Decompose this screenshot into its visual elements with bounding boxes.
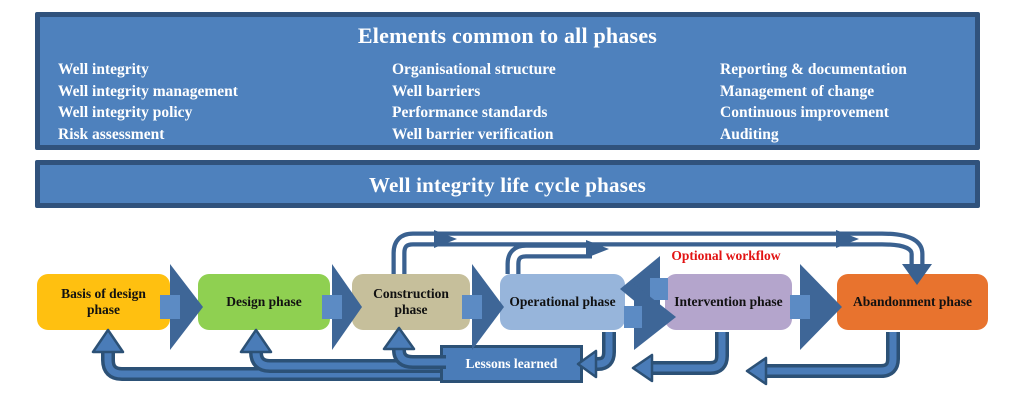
phase-box-intervention: Intervention phase <box>665 274 792 330</box>
element-item: Risk assessment <box>58 125 165 143</box>
element-item: Well integrity <box>58 61 149 78</box>
element-item: Reporting & documentation <box>720 61 907 78</box>
element-item: Performance standards <box>392 104 548 121</box>
elements-panel-title: Elements common to all phases <box>357 23 658 48</box>
elements-column-3: Reporting & documentation Management of … <box>720 59 907 145</box>
elements-common-panel: Elements common to all phases Well integ… <box>35 12 980 150</box>
lessons-learned-box: Lessons learned <box>440 345 583 383</box>
feedback-arrow-to-design <box>239 328 552 373</box>
element-item: Well integrity policy <box>58 104 193 121</box>
element-item: Organisational structure <box>392 61 556 78</box>
lifecycle-panel: Well integrity life cycle phases <box>35 160 980 208</box>
phase-box-abandonment: Abandonment phase <box>837 274 988 330</box>
elements-column-1: Well integrity Well integrity management… <box>58 59 238 145</box>
element-item: Well barrier verification <box>392 125 554 143</box>
element-item: Management of change <box>720 82 875 100</box>
phase-box-basis-of-design: Basis of design phase <box>37 274 170 330</box>
lessons-learned-label: Lessons learned <box>465 356 558 371</box>
element-item: Well barriers <box>392 82 481 100</box>
feedback-arrow-to-basis <box>91 328 527 381</box>
phase-box-design: Design phase <box>198 274 330 330</box>
up-arrowhead <box>91 328 125 354</box>
element-item: Auditing <box>720 125 779 143</box>
element-item: Well integrity management <box>58 82 238 100</box>
lifecycle-panel-title: Well integrity life cycle phases <box>368 173 646 197</box>
optional-workflow-label: Optional workflow <box>671 248 781 263</box>
element-item: Continuous improvement <box>720 104 889 121</box>
up-arrowhead <box>239 328 273 354</box>
phase-box-construction: Construction phase <box>352 274 470 330</box>
phase-box-operational: Operational phase <box>500 274 625 330</box>
elements-column-2: Organisational structure Well barriers P… <box>392 59 556 145</box>
